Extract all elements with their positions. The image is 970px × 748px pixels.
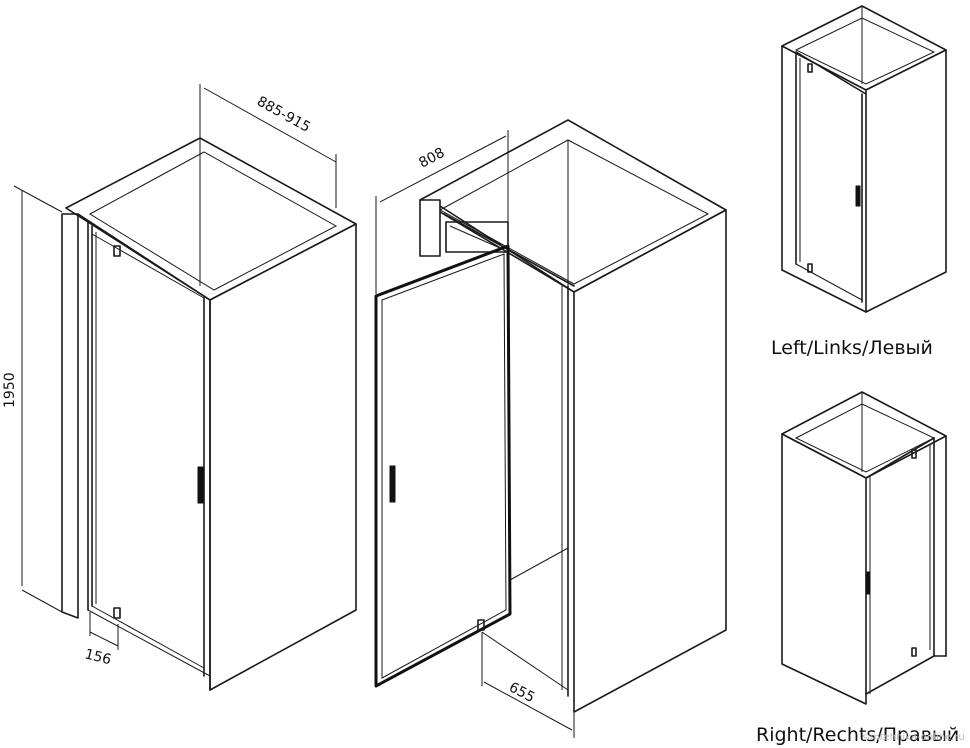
caption-right-variant: Right/Rechts/Правый: [756, 724, 959, 746]
open-door-handle-icon: [389, 465, 396, 503]
dimension-label-top-width: 885-915: [254, 94, 313, 136]
left-variant-view: [781, 5, 947, 313]
open-door-view: [374, 119, 727, 713]
door-handle-icon: [197, 466, 204, 504]
caption-left-variant: Left/Links/Левый: [771, 337, 933, 359]
dimension-label-fixed-offset: 156: [83, 646, 113, 668]
dimension-label-height: 1950: [2, 372, 18, 408]
dimension-label-door-width: 808: [416, 145, 447, 172]
closed-door-view: [61, 137, 357, 691]
right-variant-handle-icon: [865, 571, 871, 595]
dimension-top-width: 885-915: [199, 84, 337, 208]
dimension-height: 1950: [2, 185, 63, 613]
left-variant-handle-icon: [855, 185, 861, 207]
watermark: santehnika-online.ru: [862, 732, 965, 743]
right-variant-view: [781, 391, 947, 705]
dimension-fixed-offset: 156: [83, 612, 119, 668]
